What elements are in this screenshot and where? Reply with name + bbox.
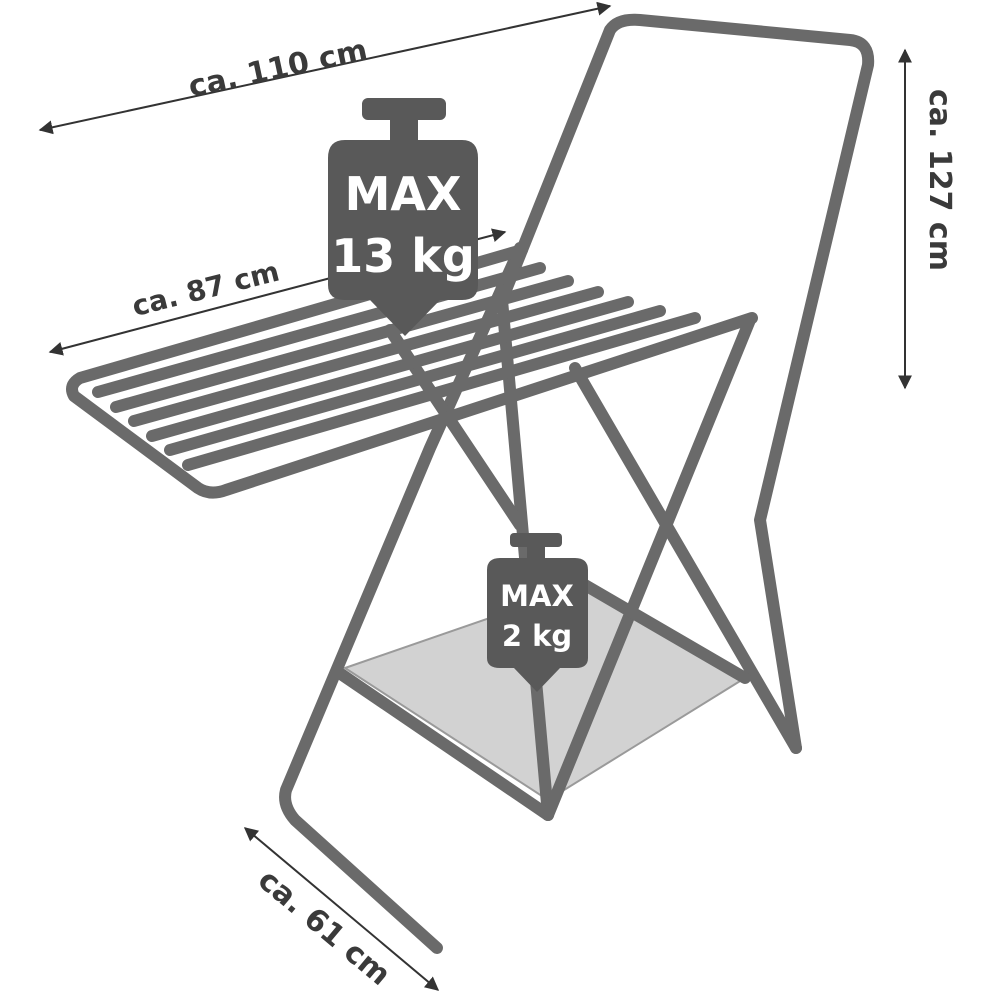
weight-icon-bottom: MAX 2 kg	[487, 533, 588, 692]
width-top-label: ca. 110 cm	[185, 33, 370, 105]
wing-frame	[66, 244, 758, 499]
weight-top-line2: 13 kg	[331, 229, 475, 283]
back-frame	[496, 13, 875, 821]
weight-bottom-line1: MAX	[500, 579, 574, 613]
dimension-width-top: ca. 110 cm	[38, 1, 612, 135]
width-wing-label: ca. 87 cm	[129, 255, 283, 323]
front-leg-left	[279, 242, 526, 954]
weight-icon-top: MAX 13 kg	[328, 98, 478, 336]
height-label: ca. 127 cm	[922, 89, 957, 271]
lower-front-bar	[332, 666, 554, 821]
dimension-height: ca. 127 cm	[898, 48, 957, 390]
front-leg-right	[542, 314, 756, 821]
cross-leg-lower	[569, 362, 802, 754]
weight-bottom-line2: 2 kg	[502, 619, 572, 653]
lower-back-bar	[579, 579, 751, 684]
weight-top-line1: MAX	[345, 167, 462, 221]
rack-frame	[66, 13, 875, 954]
dimension-depth: ca. 61 cm	[243, 827, 440, 993]
depth-label: ca. 61 cm	[251, 863, 397, 993]
